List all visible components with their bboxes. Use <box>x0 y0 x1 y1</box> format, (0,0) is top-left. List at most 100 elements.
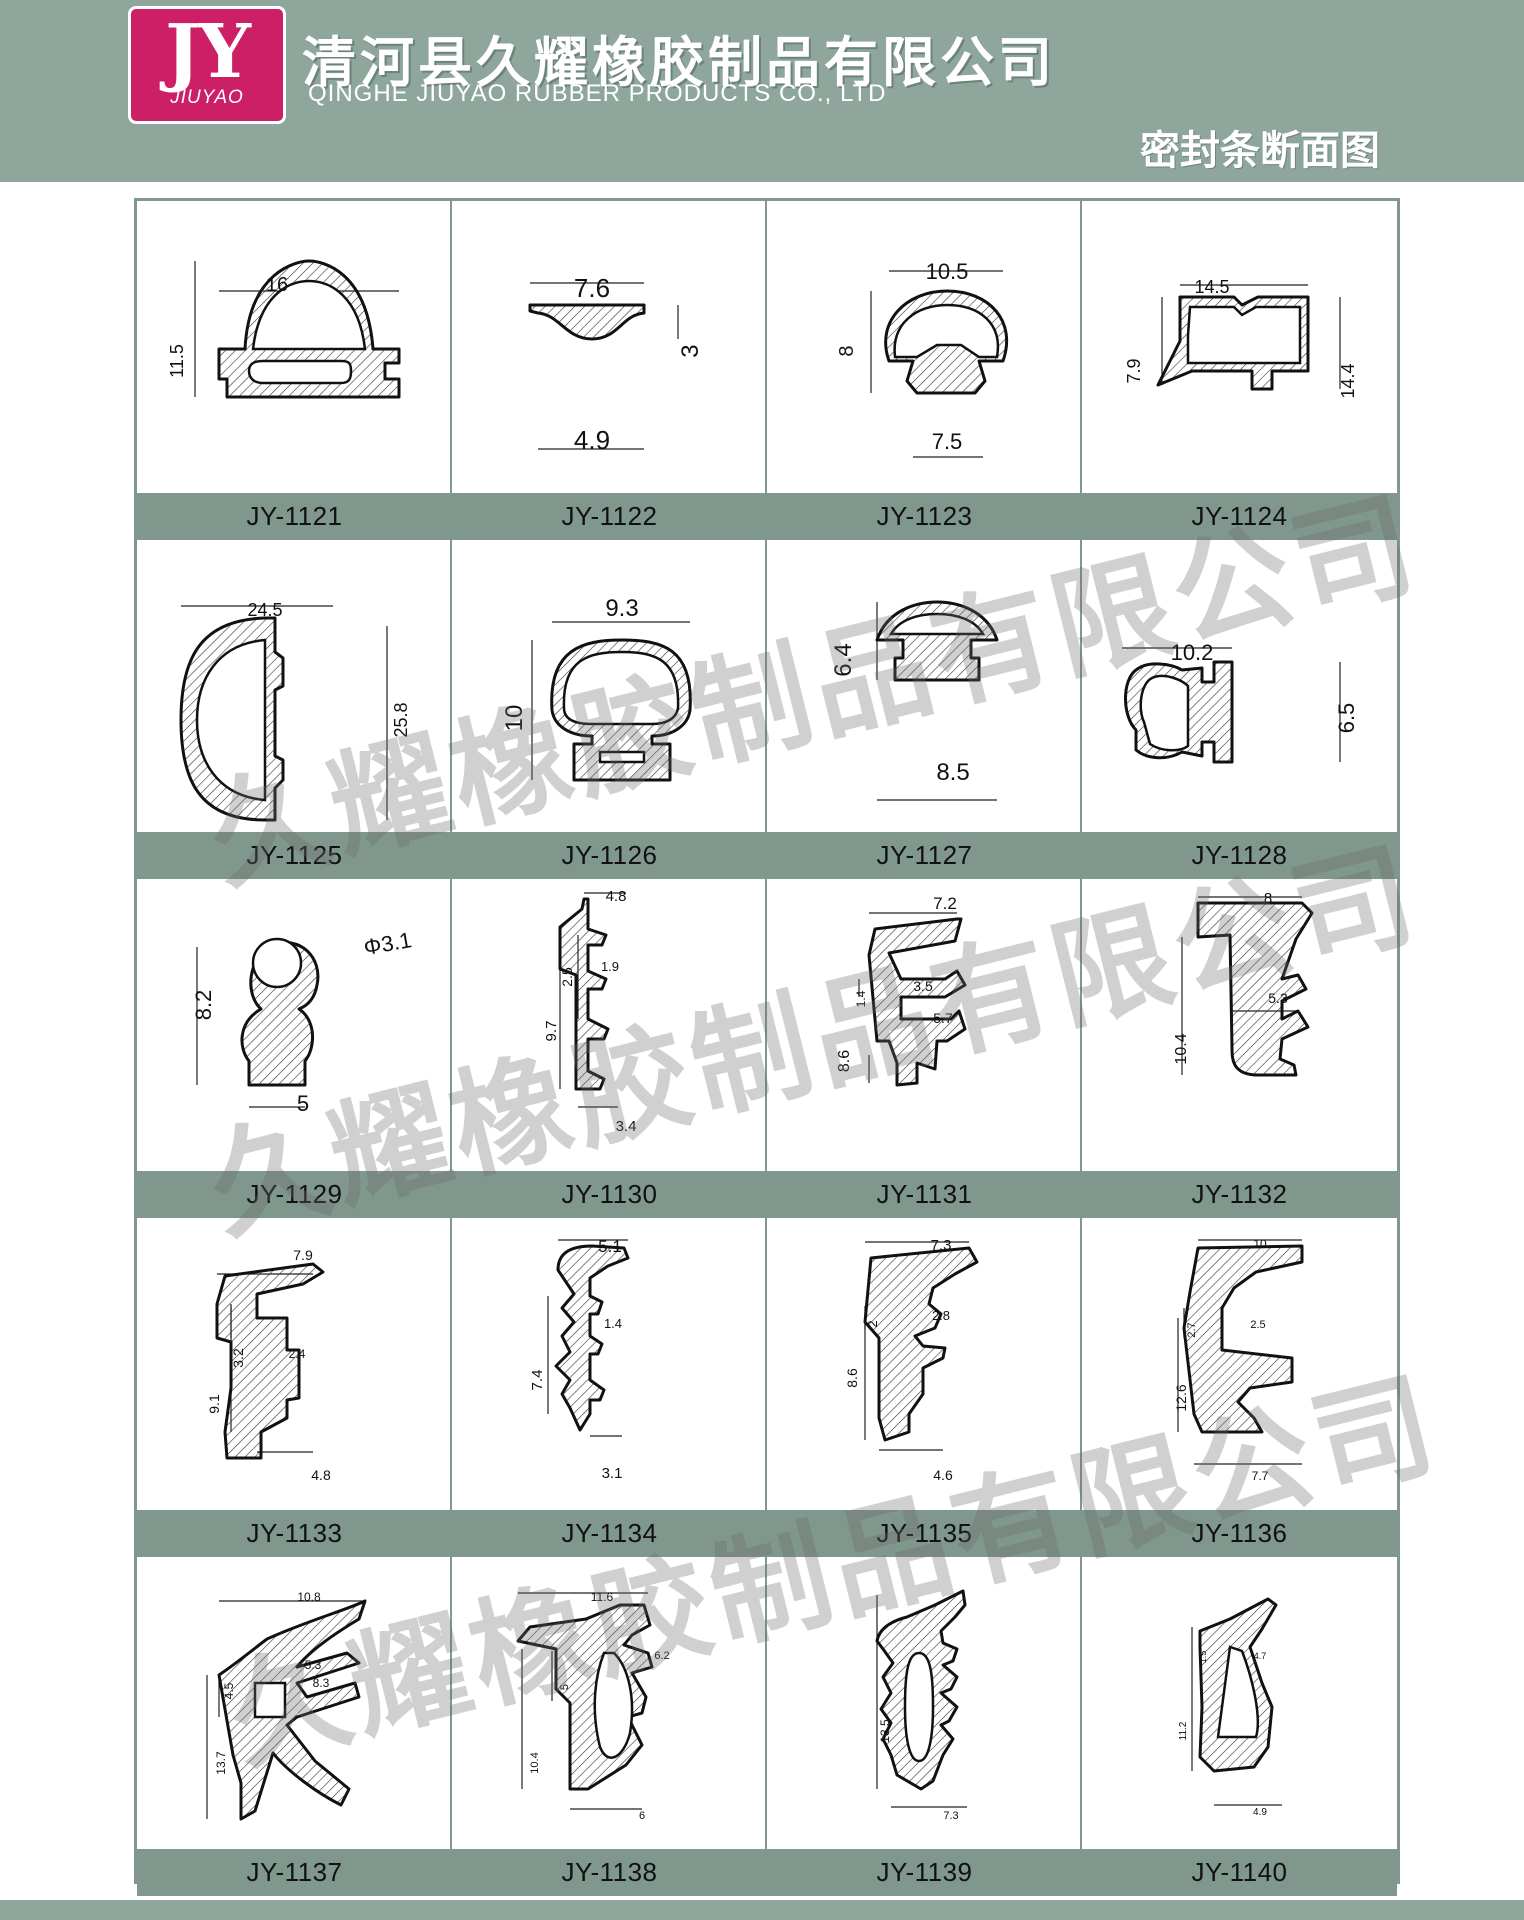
dimension-label: 5.1 <box>598 1237 622 1256</box>
product-label-bar: JY-1128 <box>1082 832 1397 879</box>
dimension-label: 2.5 <box>559 967 575 987</box>
profile-hollow <box>903 1651 935 1763</box>
cross-section-drawing: 24.5 25.8 <box>179 600 411 822</box>
product-label-bar: JY-1125 <box>137 832 452 879</box>
dimension-label: 11.6 <box>591 1590 614 1604</box>
dimension-label: 5.3 <box>305 1658 322 1672</box>
dimension-label: 9.1 <box>206 1394 222 1414</box>
dimension-label: 2.7 <box>1186 1322 1198 1337</box>
dimension-label: 10.5 <box>926 259 969 284</box>
dimension-label: 2 <box>865 1320 880 1327</box>
product-label-bar: JY-1130 <box>452 1171 767 1218</box>
dimension-label: 11.2 <box>1178 1721 1189 1740</box>
cross-section-drawing: 13.57.3 <box>875 1589 967 1822</box>
dimension-label: 5.7 <box>933 1010 953 1026</box>
dimension-label: 7.3 <box>931 1237 952 1254</box>
profile-hollow <box>562 650 680 726</box>
product-code: JY-1121 <box>246 501 343 531</box>
profile-hollow <box>893 303 1000 359</box>
cross-section-drawing: 4.8 2.5 1.9 9.7 3.4 <box>543 888 637 1135</box>
cross-section-drawing: 10.587.5 <box>836 259 1009 458</box>
cross-section-drawing: 7.634.9 <box>528 273 704 455</box>
product-code: JY-1129 <box>246 1179 343 1209</box>
product-code: JY-1133 <box>246 1518 343 1548</box>
product-label-bar: JY-1137 <box>137 1849 452 1896</box>
dimension-label: 5 <box>559 1684 571 1690</box>
dimension-label: 8.6 <box>836 1050 853 1072</box>
dimension-label: 2.5 <box>1250 1319 1265 1331</box>
product-code: JY-1134 <box>561 1518 658 1548</box>
dimension-label: Φ3.1 <box>362 927 414 960</box>
dimension-label: 8.3 <box>313 1676 330 1690</box>
dimension-label: 7.6 <box>574 273 610 303</box>
dimension-label: 1.5 <box>1198 1651 1208 1664</box>
cross-section-drawing: 5.11.47.43.1 <box>529 1237 630 1482</box>
logo-mark: JY <box>165 9 251 95</box>
dimension-label: 9.7 <box>543 1021 560 1042</box>
dimension-label: 1.4 <box>854 990 868 1007</box>
product-code: JY-1135 <box>876 1518 973 1548</box>
dimension-label: 13.7 <box>214 1751 228 1775</box>
product-code: JY-1137 <box>246 1857 343 1887</box>
profile-hollow <box>195 638 267 802</box>
dimension-label: 2.8 <box>932 1308 950 1323</box>
page-subtitle: 密封条断面图 <box>1140 127 1380 174</box>
product-label-bar: JY-1127 <box>767 832 1082 879</box>
dimension-label: 8 <box>1264 890 1272 907</box>
dimension-label: 3.1 <box>602 1465 623 1482</box>
dimension-label: 3.4 <box>616 1118 637 1135</box>
product-code: JY-1130 <box>561 1179 658 1209</box>
dimension-label: 1.9 <box>601 959 619 974</box>
product-code: JY-1136 <box>1191 1518 1288 1548</box>
footer-bar <box>0 1900 1524 1920</box>
dimension-label: 10.2 <box>1171 640 1214 665</box>
product-code: JY-1139 <box>876 1857 973 1887</box>
cross-section-drawing: 10.26.5 <box>1122 640 1359 764</box>
dimension-label: 10.4 <box>1173 1033 1190 1064</box>
product-code: JY-1132 <box>1191 1179 1288 1209</box>
profile-hollow <box>1216 1645 1260 1739</box>
product-label-bar: JY-1121 <box>137 493 452 540</box>
dimension-label: 25.8 <box>391 702 411 737</box>
dimension-label: 14.5 <box>1194 277 1229 297</box>
dimension-label: 4.6 <box>933 1467 953 1483</box>
product-label-bar: JY-1124 <box>1082 493 1397 540</box>
product-label-bar: JY-1123 <box>767 493 1082 540</box>
dimension-label: 4.9 <box>1253 1807 1267 1818</box>
product-label-bar: JY-1138 <box>452 1849 767 1896</box>
dimension-label: 4.8 <box>311 1467 331 1483</box>
product-label-bar: JY-1133 <box>137 1510 452 1557</box>
dimension-label: 5 <box>297 1091 309 1116</box>
dimension-label: 10.4 <box>529 1752 541 1773</box>
product-code: JY-1128 <box>1191 840 1288 870</box>
dimension-label: 4.9 <box>574 425 610 455</box>
cross-section-drawing: 85.310.4 <box>1173 890 1314 1077</box>
product-label-bar: JY-1129 <box>137 1171 452 1218</box>
profile-hollow <box>251 937 303 989</box>
profile-hollow <box>593 1651 634 1759</box>
seal-profile-shape <box>867 917 967 1087</box>
cross-section-drawing: 6.48.5 <box>830 600 999 801</box>
dimension-label: 4.8 <box>606 888 627 905</box>
dimension-label: 8.5 <box>936 759 969 786</box>
dimension-label: 4.5 <box>222 1682 236 1699</box>
dimension-label: 24.5 <box>247 600 282 620</box>
